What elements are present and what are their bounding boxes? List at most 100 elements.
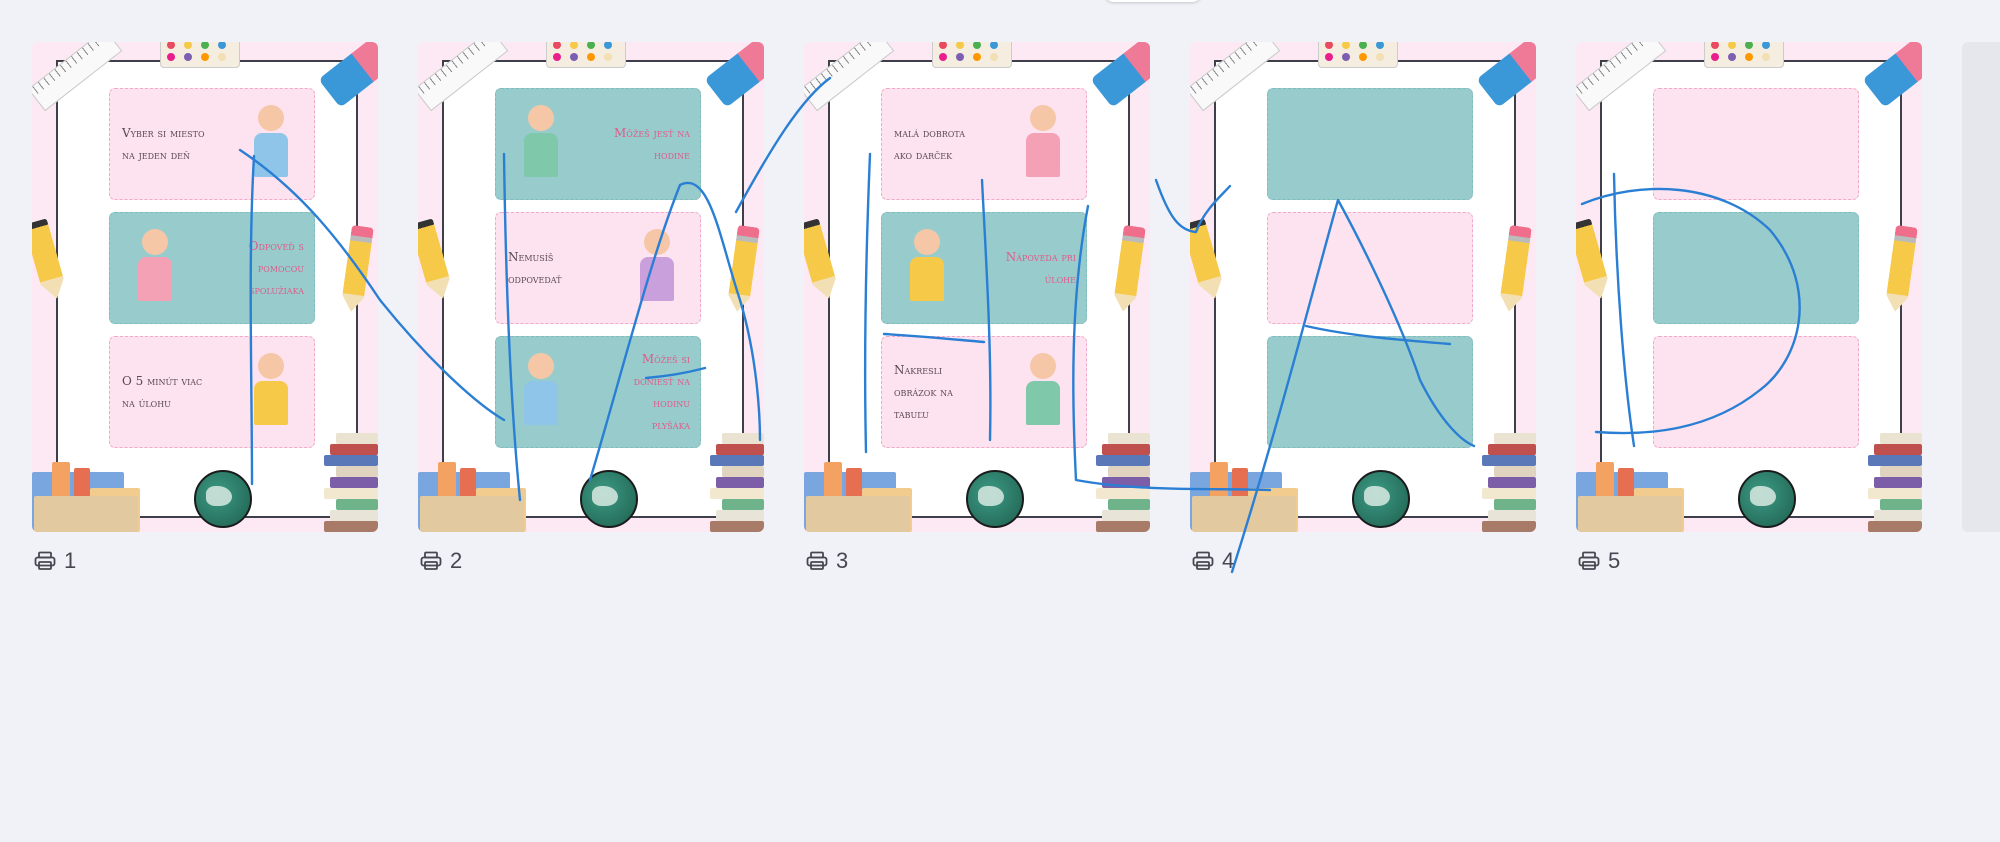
book xyxy=(806,496,910,532)
book xyxy=(716,510,764,521)
reward-card-line: Odpoveď s xyxy=(248,239,304,253)
reward-card-line: hodine xyxy=(654,148,690,162)
printer-icon[interactable] xyxy=(806,551,828,571)
paint-dot xyxy=(587,53,595,61)
paint-dot xyxy=(990,42,998,49)
top-toolbar-handle[interactable] xyxy=(1104,0,1202,2)
reward-card[interactable] xyxy=(1653,88,1859,200)
figure-body xyxy=(254,381,288,425)
reward-card[interactable] xyxy=(1267,212,1473,324)
reward-card[interactable] xyxy=(1653,212,1859,324)
page-thumbnail[interactable] xyxy=(1576,42,1922,532)
girl-at-chalkboard-icon xyxy=(1008,347,1076,437)
book xyxy=(1096,455,1150,466)
figure-head xyxy=(258,105,284,131)
book xyxy=(324,488,378,499)
figure-body xyxy=(254,133,288,177)
book xyxy=(710,488,764,499)
figure-body xyxy=(1026,133,1060,177)
printer-icon[interactable] xyxy=(1578,551,1600,571)
page-number: 2 xyxy=(450,548,463,573)
printer-icon[interactable] xyxy=(34,551,56,571)
reward-card-line: Môžeš si xyxy=(641,352,690,366)
reward-card-line: Nemusíš xyxy=(508,250,554,264)
book-stack-icon xyxy=(1860,428,1922,532)
figure-head xyxy=(258,353,284,379)
book xyxy=(1868,521,1922,532)
paint-palette-icon xyxy=(1318,42,1398,68)
figure-body xyxy=(524,133,558,177)
printer-icon[interactable] xyxy=(1192,551,1214,571)
book-stack-icon xyxy=(316,428,378,532)
reward-card[interactable] xyxy=(1267,336,1473,448)
book-box-icon xyxy=(418,450,528,532)
page-number: 4 xyxy=(1222,548,1235,573)
book xyxy=(1874,510,1922,521)
book xyxy=(1488,444,1536,455)
reward-card[interactable] xyxy=(1653,336,1859,448)
figure-body xyxy=(524,381,558,425)
book xyxy=(710,521,764,532)
book xyxy=(1874,477,1922,488)
paint-palette-icon xyxy=(1704,42,1784,68)
globe-icon xyxy=(1352,470,1410,528)
book xyxy=(1578,496,1682,532)
figure-head xyxy=(142,229,168,255)
book xyxy=(420,496,524,532)
book xyxy=(710,455,764,466)
book xyxy=(1488,510,1536,521)
book xyxy=(722,466,764,477)
reward-card-line: úlohe xyxy=(1044,272,1076,286)
book xyxy=(722,433,764,444)
paint-dot xyxy=(939,53,947,61)
paint-dot xyxy=(1325,53,1333,61)
page-thumbnail[interactable] xyxy=(1190,42,1536,532)
page-number: 1 xyxy=(64,548,77,573)
next-page-thumbnail-partial[interactable] xyxy=(1962,42,2000,532)
book xyxy=(1108,499,1150,510)
book xyxy=(324,455,378,466)
book xyxy=(1868,488,1922,499)
figure-head xyxy=(528,353,554,379)
book-stack-icon xyxy=(1088,428,1150,532)
paint-dot xyxy=(167,42,175,49)
boy-eating-icon xyxy=(506,99,588,189)
printer-icon[interactable] xyxy=(420,551,442,571)
paint-dot xyxy=(1711,53,1719,61)
figure-head xyxy=(914,229,940,255)
globe-icon xyxy=(1738,470,1796,528)
paint-dot xyxy=(956,53,964,61)
page-number-label: 1 xyxy=(34,548,76,574)
figure-head xyxy=(1030,105,1056,131)
girl-with-lollipop-icon xyxy=(1008,99,1076,189)
book-stack-icon xyxy=(702,428,764,532)
paint-dot xyxy=(1342,53,1350,61)
reward-card[interactable] xyxy=(1267,88,1473,200)
book xyxy=(34,496,138,532)
reward-card-line: pomocou xyxy=(257,261,304,275)
book-box-icon xyxy=(1190,450,1300,532)
two-kids-sitting-icon xyxy=(120,223,202,313)
